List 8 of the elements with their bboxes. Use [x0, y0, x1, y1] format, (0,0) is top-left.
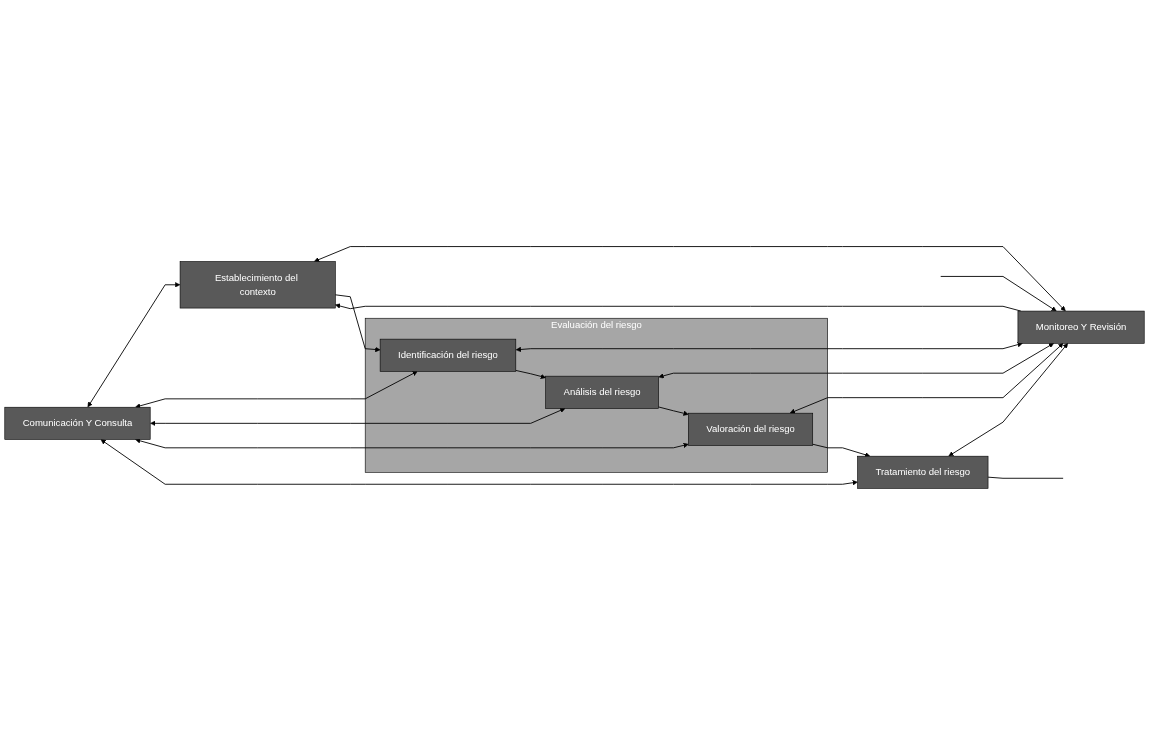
node-box: Establecimiento del contexto [179, 261, 336, 309]
connector [987, 476, 1064, 479]
node-box: Identificación del riesgo [379, 338, 517, 372]
node-box: Análisis del riesgo [545, 375, 659, 409]
node-box: Comunicación Y Consulta [4, 406, 151, 440]
node-box: Tratamiento del riesgo [857, 455, 989, 489]
node-box: Monitoreo Y Revisión [1017, 310, 1145, 344]
node-box: Valoración del riesgo [688, 412, 814, 446]
